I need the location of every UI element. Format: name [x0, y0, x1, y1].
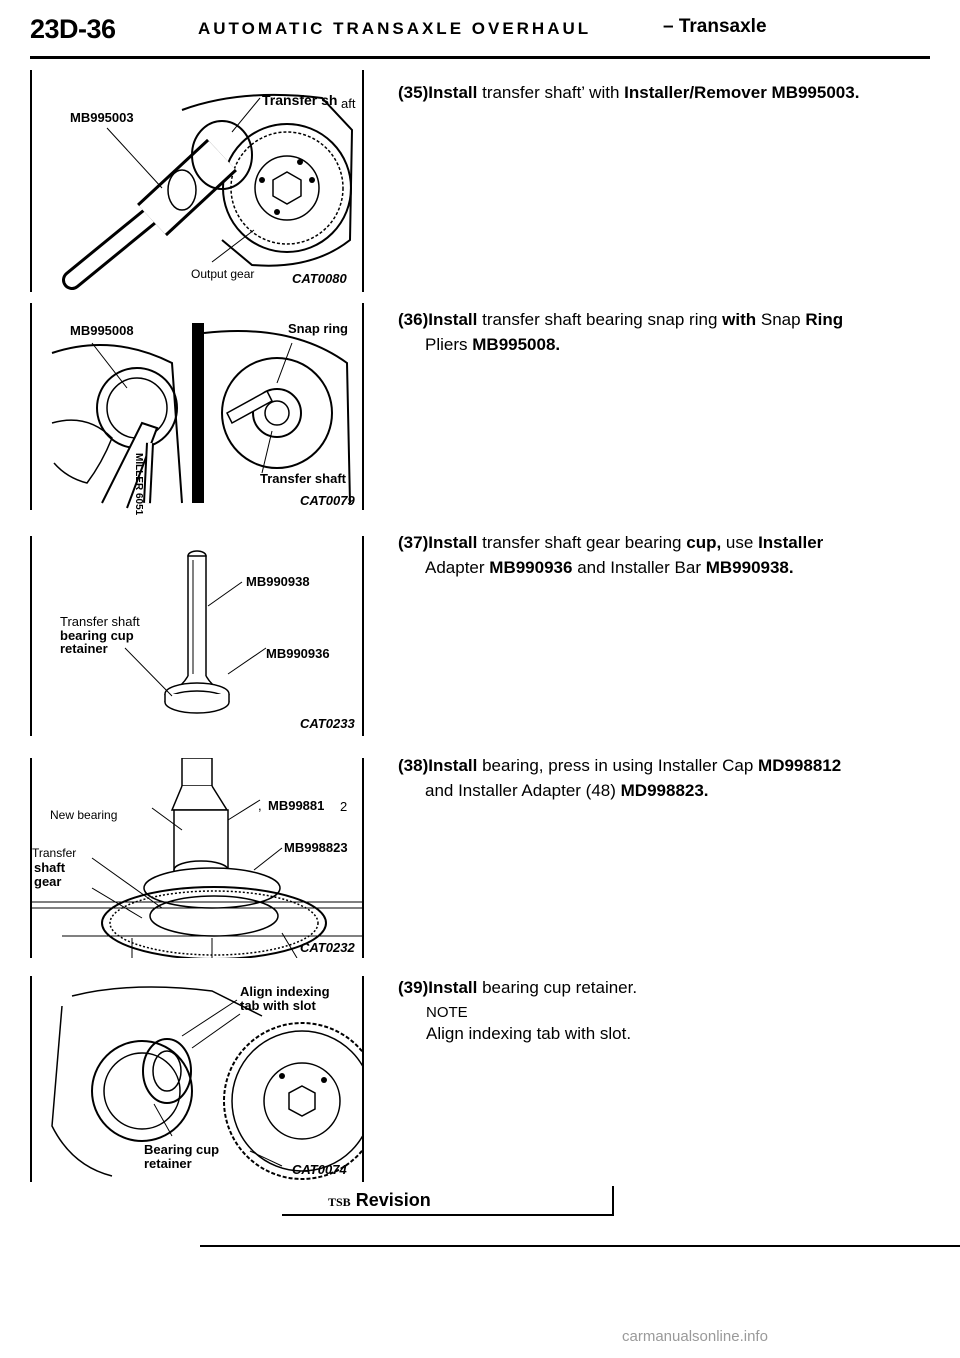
header-rule	[30, 56, 930, 59]
step-continuation: Pliers MB995008.	[398, 332, 918, 357]
title-dash: –	[663, 16, 674, 37]
step-text: use	[725, 533, 754, 552]
figure-bearing-cup-retainer: MB990938 Transfer shaft bearing cup reta…	[30, 536, 364, 736]
revision-label: Revision	[355, 1190, 431, 1210]
tool-label-suffix: 2	[340, 799, 348, 814]
part-label: Snap ring	[288, 321, 348, 336]
step-verb: Install	[428, 978, 478, 997]
step-text: bearing, press in using Installer Cap	[482, 756, 754, 775]
bottom-rule	[200, 1245, 960, 1247]
tool-label: MB99881	[268, 798, 325, 813]
step-number: (35)	[398, 83, 429, 102]
figure-align-tab-illustration	[51, 986, 362, 1180]
tool-label: MB998823	[284, 840, 348, 855]
figure-code: CAT0233	[300, 716, 355, 731]
section-code: 23D-36	[30, 14, 116, 44]
step-text: Pliers	[425, 335, 468, 354]
note-text: Align indexing tab with slot.	[426, 1024, 632, 1043]
step-39: (39)Install bearing cup retainer.	[398, 975, 918, 1000]
page-title: AUTOMATIC TRANSAXLE OVERHAUL	[198, 19, 592, 38]
step-keyword: Ring	[805, 310, 844, 329]
footer-revision: TSB Revision	[328, 1190, 431, 1211]
tsb-label: TSB	[328, 1195, 351, 1209]
step-text: and Installer Adapter (48)	[425, 781, 616, 800]
step-continuation: and Installer Adapter (48) MD998823.	[398, 778, 918, 803]
note-label: NOTE	[426, 1004, 468, 1021]
callout-label: tab with slot	[240, 998, 316, 1013]
part-label: New bearing	[50, 808, 118, 822]
step-text: bearing cup retainer.	[482, 978, 638, 997]
figure-code: CAT0080	[292, 271, 347, 286]
step-keyword: cup,	[686, 533, 722, 552]
part-label: Output gear	[191, 267, 255, 281]
part-label: Bearing cup	[144, 1142, 220, 1157]
step-tool: MB990938.	[705, 558, 794, 577]
step-text: Snap	[760, 310, 801, 329]
step-tool: Installer/Remover MB995003.	[624, 83, 860, 102]
figure-bearing-press: New bearing , MB99881 2 Transfer shaft g…	[30, 758, 364, 958]
step-verb: Install	[428, 310, 478, 329]
figure-code: CAT0074	[292, 1162, 347, 1177]
step-tool: MB990936	[489, 558, 573, 577]
step-37: (37)Install transfer shaft gear bearing …	[398, 530, 918, 580]
part-label: Transfer shaft	[60, 614, 140, 629]
part-label: bearing cup	[60, 628, 134, 643]
part-label: Transfer	[32, 846, 77, 860]
figure-output-gear: MB995003 Transfer sh aft Output gear CAT…	[30, 70, 364, 292]
step-verb: Install	[428, 533, 478, 552]
step-number: (36)	[398, 310, 429, 329]
tool-label: MB995008	[70, 323, 134, 338]
step-number: (38)	[398, 756, 429, 775]
figure-align-tab: Align indexing tab with slot Bearing cup…	[30, 976, 364, 1182]
part-label: retainer	[144, 1156, 192, 1171]
step-keyword: Installer	[758, 533, 824, 552]
step-36: (36)Install transfer shaft bearing snap …	[398, 307, 918, 357]
part-label: Transfer shaft	[260, 471, 346, 486]
step-number: (37)	[398, 533, 429, 552]
step-number: (39)	[398, 978, 429, 997]
step-38: (38)Install bearing, press in using Inst…	[398, 753, 918, 803]
figure-snap-ring: MB995008 Snap ring Transfer shaft MILLER…	[30, 303, 364, 515]
footer-box	[282, 1186, 614, 1216]
step-continuation: Adapter MB990936 and Installer Bar MB990…	[398, 555, 918, 580]
part-label: retainer	[60, 641, 108, 656]
subsection-name: Transaxle	[678, 16, 767, 37]
tool-label: MB990938	[246, 574, 310, 589]
step-text: Adapter	[425, 558, 485, 577]
step-tool: MB995008.	[472, 335, 561, 354]
step-text: and Installer Bar	[577, 558, 701, 577]
figure-bearing-press-illustration	[32, 758, 362, 958]
part-label: Transfer sh	[262, 92, 338, 108]
step-text: transfer shaft’ with	[482, 83, 620, 102]
step-text: transfer shaft bearing snap ring	[482, 310, 718, 329]
part-label: gear	[34, 874, 62, 889]
step-35: (35)Install transfer shaft’ with Install…	[398, 80, 918, 105]
tool-label: MB990936	[266, 646, 330, 661]
figure-code: CAT0232	[300, 940, 355, 955]
figure-bearing-cup-retainer-illustration	[124, 550, 267, 714]
figure-snap-ring-illustration	[51, 323, 351, 509]
step-keyword: with	[722, 310, 757, 329]
tool-label: MB995003	[70, 110, 134, 125]
part-label: shaft	[34, 860, 66, 875]
figure-output-gear-illustration	[62, 93, 354, 290]
tool-brand-label: MILLER 6051	[133, 453, 144, 516]
subsection-title: – Transaxle	[663, 16, 767, 38]
label-separator: ,	[258, 798, 262, 813]
step-text: transfer shaft gear bearing	[482, 533, 682, 552]
step-verb: Install	[428, 83, 478, 102]
step-verb: Install	[428, 756, 478, 775]
step-tool: MD998823.	[620, 781, 709, 800]
watermark[interactable]: carmanualsonline.info	[622, 1328, 768, 1345]
figure-code: CAT0079	[300, 493, 355, 508]
callout-label: Align indexing	[240, 984, 330, 999]
part-label-suffix: aft	[341, 96, 356, 111]
step-tool: MD998812	[758, 756, 842, 775]
